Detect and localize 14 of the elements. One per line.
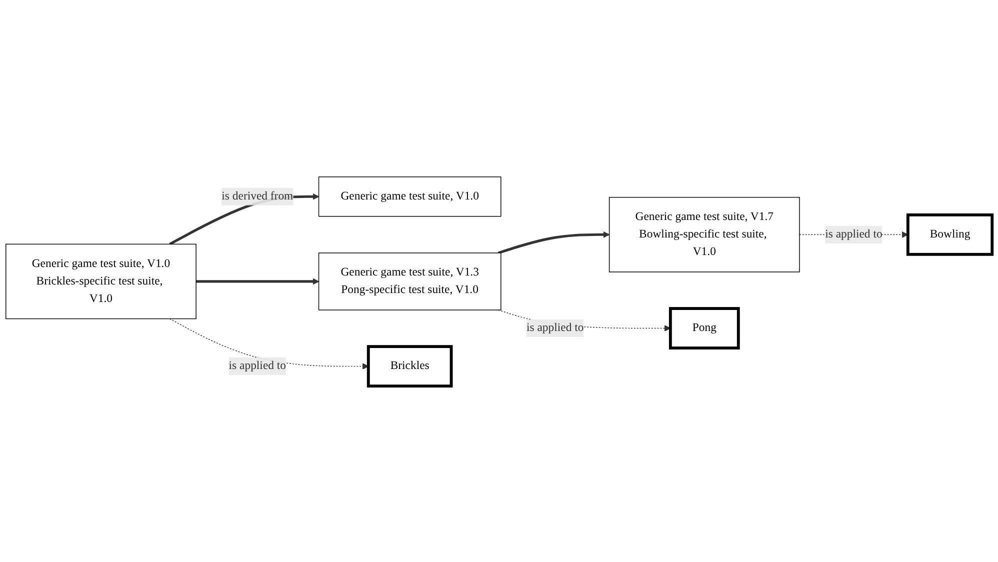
node-box: Generic game test suite, V1.0 Brickles-specific test suite, V1.0 xyxy=(6,243,196,319)
edge-label: is applied to xyxy=(825,228,882,240)
arrow xyxy=(169,318,369,370)
node-box: Generic game test suite, V1.7 Bowling-specific test suite, V1.0 xyxy=(608,196,800,272)
edge-label: is applied to xyxy=(526,321,584,334)
edge-label: is applied to xyxy=(228,359,286,372)
node-box: Brickles xyxy=(366,344,453,388)
arrow xyxy=(498,230,610,254)
arrow xyxy=(196,278,320,284)
node-box: Generic game test suite, V1.0 xyxy=(318,176,502,216)
node-box: Bowling xyxy=(906,212,994,256)
node-box: Pong xyxy=(668,306,740,350)
edge-label: is derived from xyxy=(222,190,294,202)
node-box: Generic game test suite, V1.3 Pong-specific test suite, V1.0 xyxy=(318,252,502,310)
